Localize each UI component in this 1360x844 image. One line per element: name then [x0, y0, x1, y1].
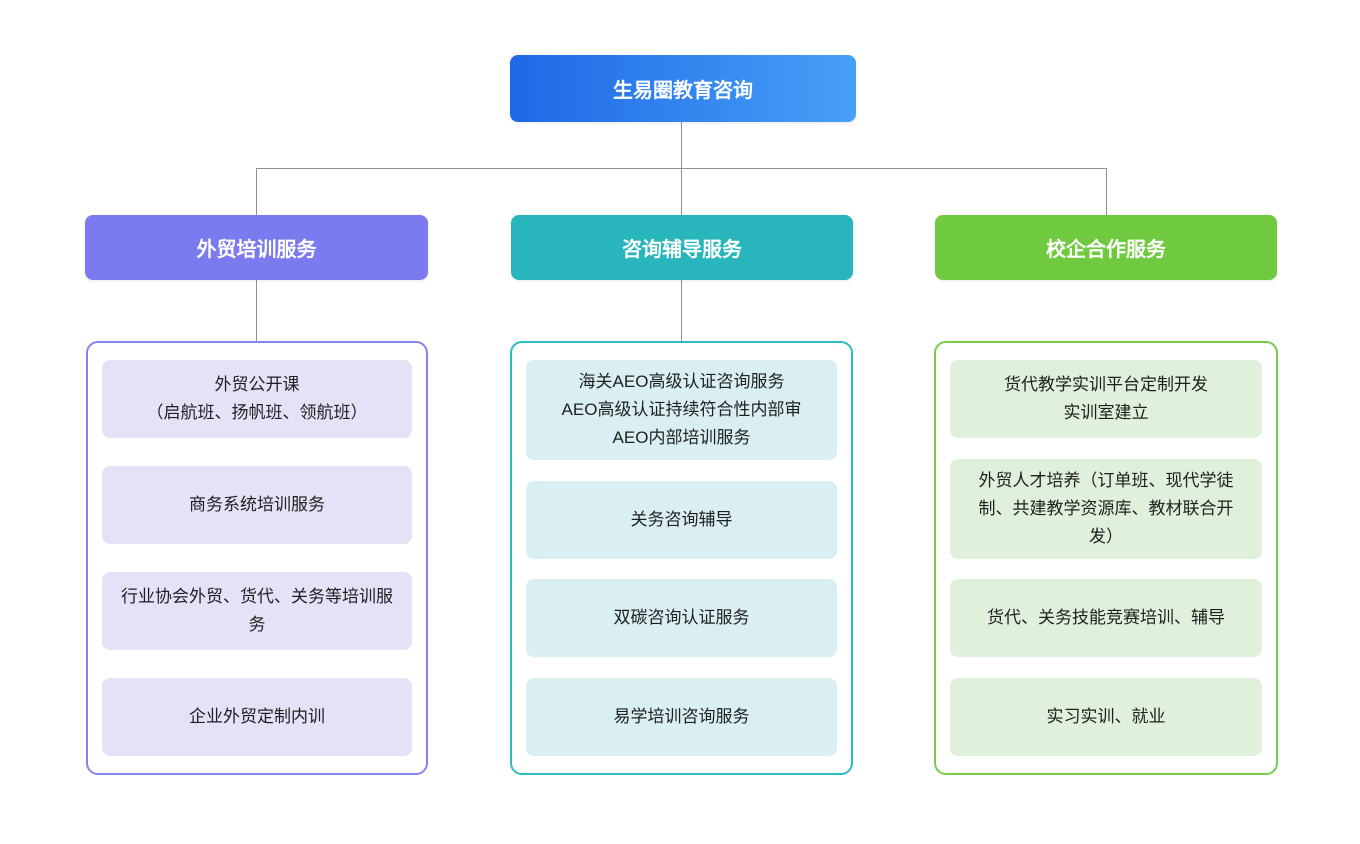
root-node[interactable]: 生易圈教育咨询: [510, 55, 856, 122]
leaf-node[interactable]: 双碳咨询认证服务: [526, 579, 837, 658]
leaf-node[interactable]: 行业协会外贸、货代、关务等培训服务: [102, 572, 412, 650]
branch-label: 外贸培训服务: [196, 239, 317, 261]
leaf-node[interactable]: 外贸人才培养（订单班、现代学徒制、共建教学资源库、教材联合开发）: [950, 458, 1262, 559]
leaf-node[interactable]: 货代教学实训平台定制开发 实训室建立: [950, 360, 1262, 438]
leaf-node[interactable]: 实习实训、就业: [950, 677, 1262, 756]
leaf-node[interactable]: 外贸公开课 （启航班、扬帆班、领航班）: [102, 360, 412, 438]
branch-node-trade-training[interactable]: 外贸培训服务: [85, 215, 428, 280]
leaf-node[interactable]: 易学培训咨询服务: [526, 677, 837, 756]
connector-root-down: [681, 122, 682, 168]
branch-label: 咨询辅导服务: [622, 239, 742, 261]
leaf-node[interactable]: 关务咨询辅导: [526, 480, 837, 559]
branch-label: 校企合作服务: [1046, 239, 1166, 261]
branch-node-school-enterprise[interactable]: 校企合作服务: [935, 215, 1277, 280]
branch-group-consulting[interactable]: 海关AEO高级认证咨询服务 AEO高级认证持续符合性内部审 AEO内部培训服务 …: [510, 341, 853, 775]
branch-group-school-enterprise[interactable]: 货代教学实训平台定制开发 实训室建立 外贸人才培养（订单班、现代学徒制、共建教学…: [934, 341, 1278, 775]
connector-branch1-group: [256, 280, 257, 341]
connector-branch2-down: [681, 168, 682, 215]
branch-group-trade-training[interactable]: 外贸公开课 （启航班、扬帆班、领航班） 商务系统培训服务 行业协会外贸、货代、关…: [86, 341, 428, 775]
connector-branch2-group: [681, 280, 682, 341]
leaf-node[interactable]: 货代、关务技能竞赛培训、辅导: [950, 579, 1262, 658]
branch-node-consulting[interactable]: 咨询辅导服务: [511, 215, 853, 280]
connector-branch1-down: [256, 168, 257, 215]
leaf-node[interactable]: 海关AEO高级认证咨询服务 AEO高级认证持续符合性内部审 AEO内部培训服务: [526, 360, 837, 460]
connector-branch3-down: [1106, 168, 1107, 215]
leaf-node[interactable]: 企业外贸定制内训: [102, 678, 412, 756]
root-node-label: 生易圈教育咨询: [613, 80, 753, 102]
leaf-node[interactable]: 商务系统培训服务: [102, 466, 412, 544]
